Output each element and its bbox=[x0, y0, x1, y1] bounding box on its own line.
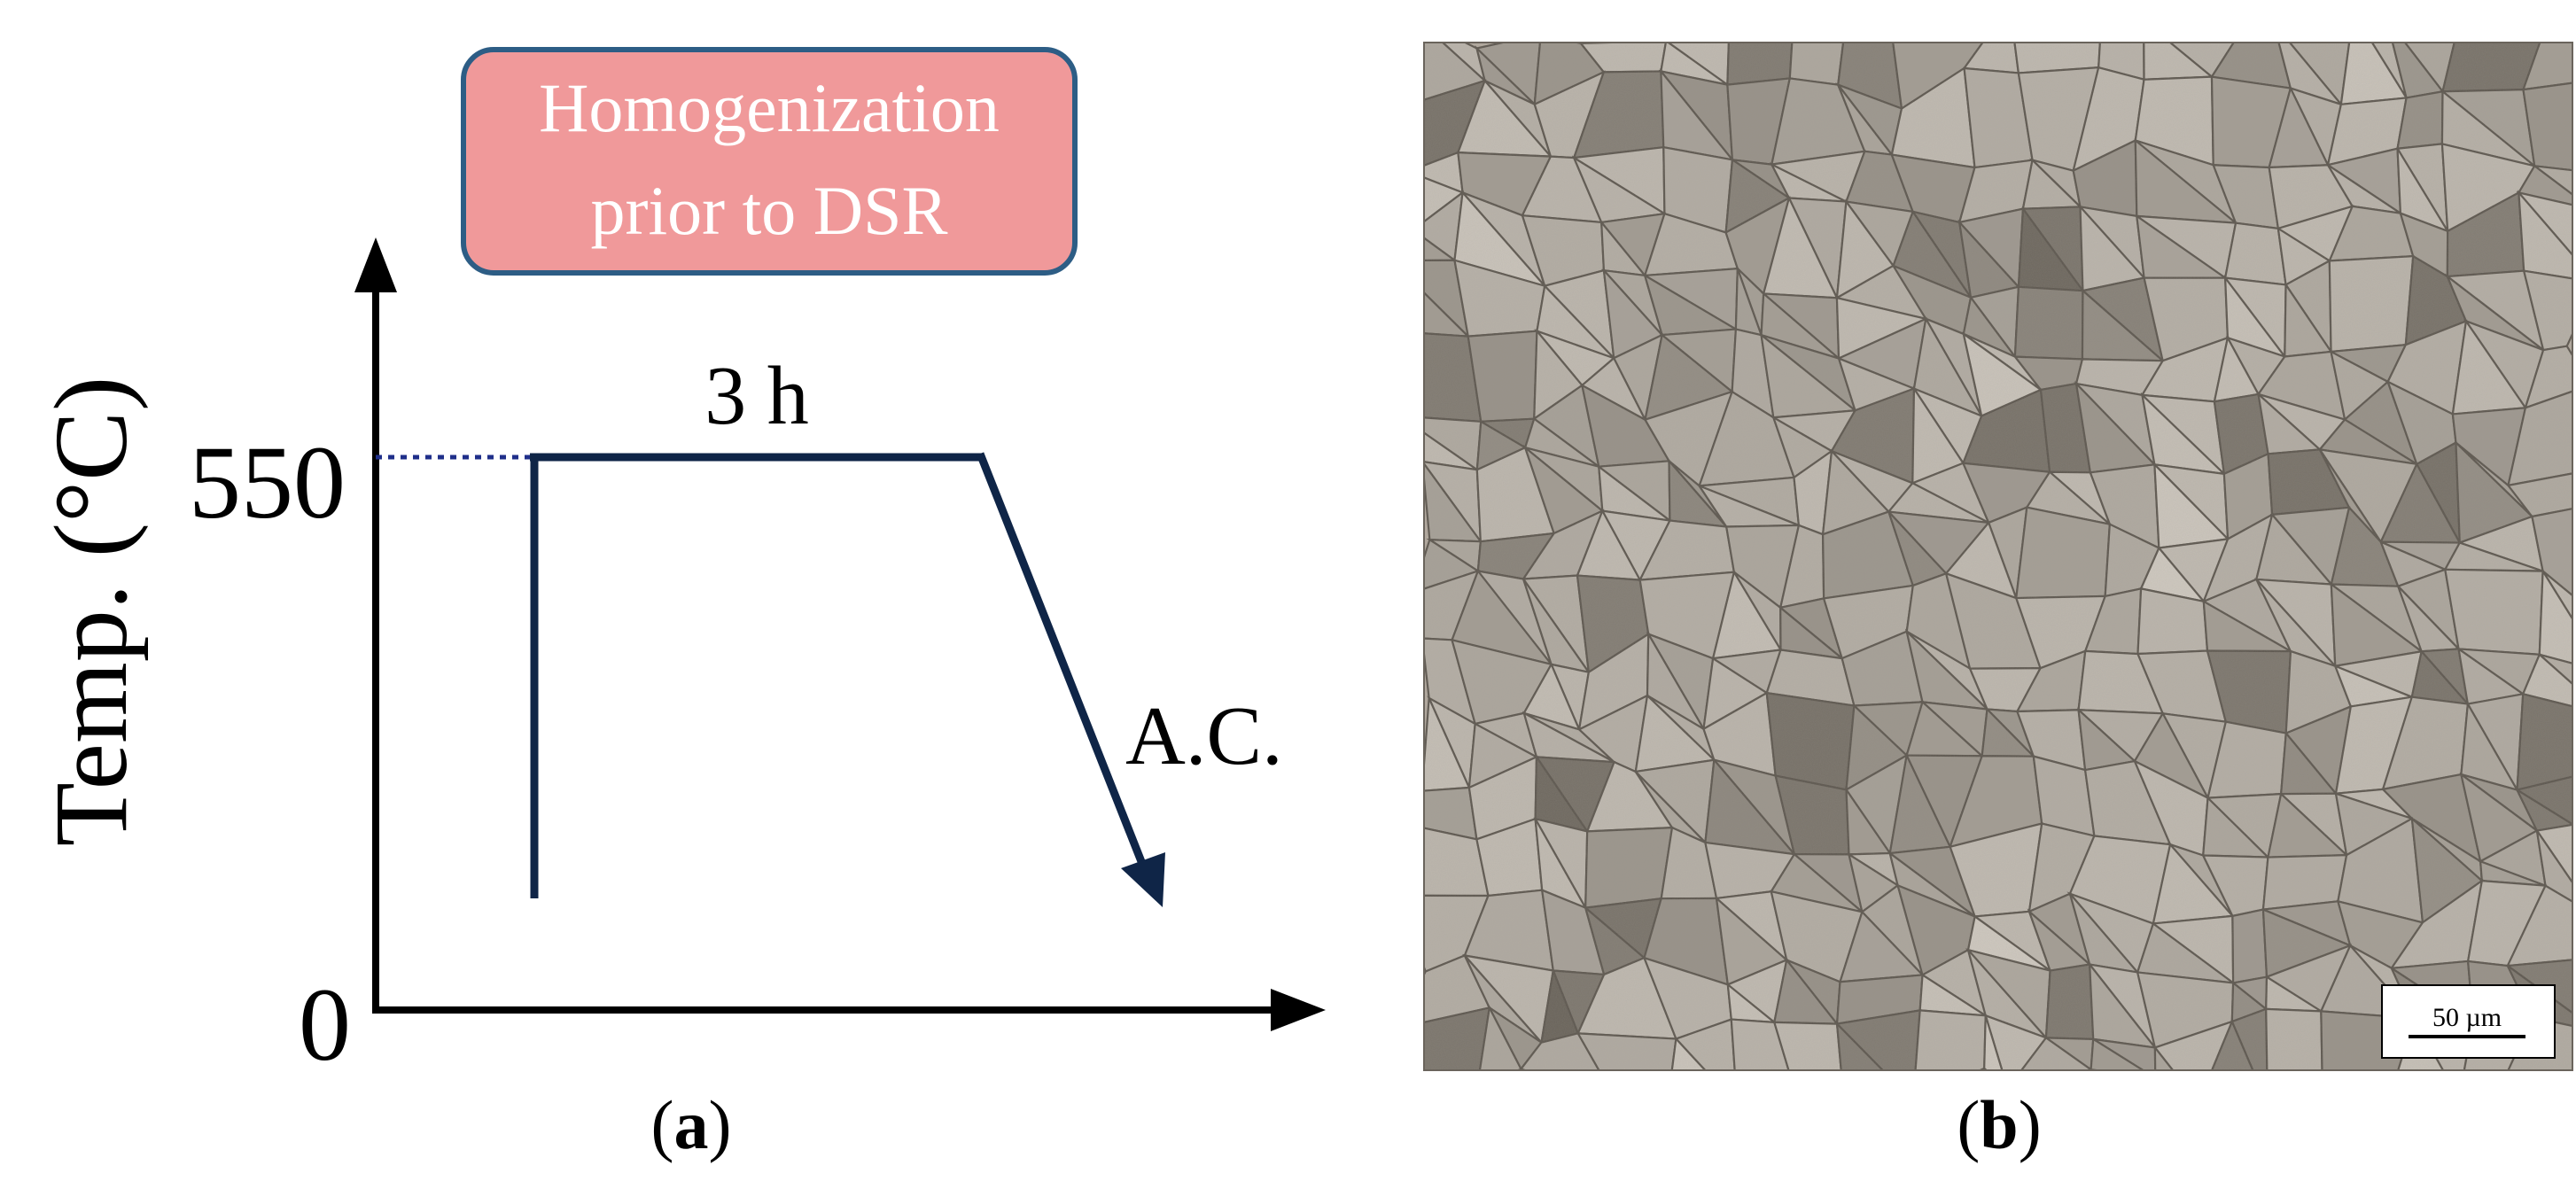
micrograph-image bbox=[1424, 43, 2572, 1070]
title-box: Homogenization prior to DSR bbox=[461, 47, 1078, 276]
temperature-profile bbox=[530, 452, 1165, 907]
y-tick-0: 0 bbox=[299, 967, 351, 1083]
micrograph-texture bbox=[1424, 43, 2572, 1070]
title-box-frame bbox=[461, 47, 1078, 276]
air-cooling-label: A.C. bbox=[1125, 690, 1283, 782]
micrograph-frame bbox=[1423, 42, 2573, 1071]
cooling-segment bbox=[976, 452, 1147, 866]
title-box-line-1: Homogenization bbox=[539, 69, 1000, 146]
panel-a-caption: (a) bbox=[651, 1086, 732, 1163]
panel-b-micrograph: 50 µm (b) bbox=[1423, 42, 2573, 1163]
scale-bar: 50 µm bbox=[2381, 984, 2556, 1059]
y-tick-550: 550 bbox=[189, 424, 346, 540]
x-axis-arrowhead bbox=[1271, 989, 1326, 1031]
hold-time-label: 3 h bbox=[704, 350, 809, 442]
panel-b-caption: (b) bbox=[1957, 1086, 2041, 1163]
y-axis-arrowhead bbox=[354, 237, 397, 292]
title-box-line-2: prior to DSR bbox=[590, 172, 947, 249]
y-axis-label: Temp. (°C) bbox=[33, 377, 149, 846]
scale-bar-label: 50 µm bbox=[2432, 1003, 2502, 1032]
scale-bar-background bbox=[2381, 984, 2556, 1059]
cooling-arrowhead bbox=[1121, 852, 1165, 907]
panel-a-heat-treatment-diagram: Homogenization prior to DSR Temp. (°C) 5… bbox=[33, 47, 1326, 1163]
